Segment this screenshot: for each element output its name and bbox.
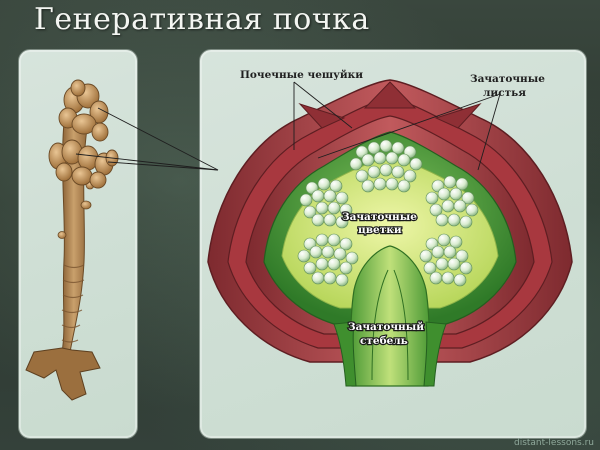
- label-flower-primordia-line2: цветки: [358, 224, 402, 236]
- twig-illustration: [25, 79, 119, 401]
- label-bud-scales: Почечные чешуйки: [240, 69, 363, 81]
- flower-bead-clusters: [297, 139, 479, 287]
- label-embryonic-stem-line2: стебель: [360, 335, 408, 347]
- label-leaf-primordia-line2: листья: [483, 87, 526, 99]
- bud-cross-section: [207, 79, 573, 387]
- connector-lines: [75, 107, 219, 171]
- label-leaf-primordia-line1: Зачаточные: [470, 73, 545, 85]
- watermark: distant-lessons.ru: [513, 438, 594, 448]
- label-leader-lines: [293, 81, 501, 171]
- page-title: Генеративная почка: [34, 2, 370, 37]
- label-embryonic-stem-line1: Зачаточный: [348, 321, 424, 333]
- label-flower-primordia-line1: Зачаточные: [342, 211, 417, 223]
